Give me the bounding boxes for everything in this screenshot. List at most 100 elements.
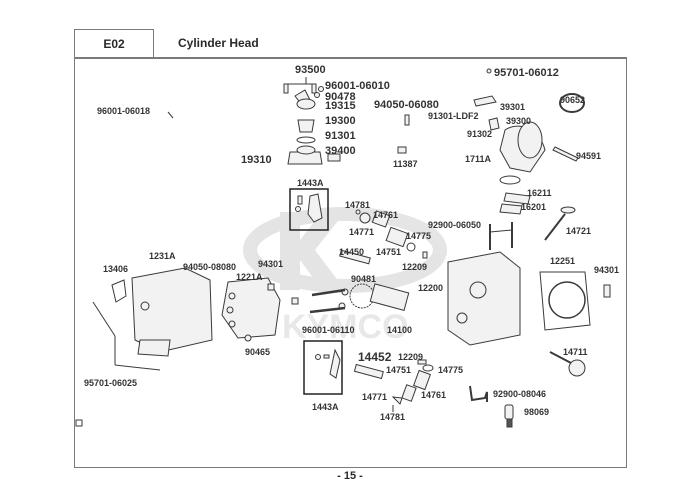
part-label[interactable]: 12251	[550, 256, 576, 266]
part-label[interactable]: 92900-06050	[428, 220, 482, 230]
part-label[interactable]: 13406	[103, 264, 129, 274]
gasket-icon	[296, 98, 316, 110]
temp-sensor-icon	[327, 153, 341, 162]
part-label[interactable]: 90465	[245, 347, 271, 357]
part-label[interactable]: 94591	[576, 151, 602, 161]
part-label[interactable]: 14761	[373, 210, 399, 220]
long-bolt-icon	[309, 306, 346, 314]
part-label[interactable]: 14781	[345, 200, 371, 210]
bolt-icon	[283, 83, 289, 94]
part-label[interactable]: 94050-06080	[374, 99, 439, 111]
part-label[interactable]: 91301-LDF2	[428, 111, 479, 121]
inner-spring-icon	[371, 210, 391, 228]
part-label[interactable]: 1221A	[236, 272, 263, 282]
part-label[interactable]: 14711	[563, 347, 588, 357]
part-label[interactable]: 94050-08080	[183, 262, 237, 272]
dowel-pin-icon	[603, 284, 611, 298]
part-label[interactable]: 39300	[506, 116, 532, 126]
header-divider	[74, 57, 627, 58]
part-label[interactable]: 39400	[325, 145, 356, 157]
part-label[interactable]: 14781	[380, 412, 406, 422]
part-label[interactable]: 1443A	[297, 178, 324, 188]
screw-icon	[486, 68, 492, 74]
part-label[interactable]: 94301	[258, 259, 284, 269]
oring-icon	[296, 136, 316, 144]
part-label[interactable]: 14775	[438, 365, 464, 375]
part-label[interactable]: 12209	[402, 262, 428, 272]
injector-icon	[488, 117, 500, 131]
leader-line	[489, 229, 513, 233]
intake-hose-icon	[473, 95, 497, 107]
part-label[interactable]: 16201	[521, 202, 547, 212]
head-bore-icon	[469, 281, 487, 299]
watermark-brand-text: KYMCO	[282, 308, 409, 346]
cover-plug-icon	[140, 301, 150, 311]
part-label[interactable]: 91301	[325, 130, 356, 142]
bolt-icon	[311, 83, 317, 94]
part-label[interactable]: 96001-06018	[97, 106, 151, 116]
small-part-icon	[75, 419, 83, 427]
nut-icon	[244, 334, 252, 342]
bolt-icon	[167, 111, 174, 119]
head-port-icon	[456, 312, 468, 324]
part-label[interactable]: 14771	[362, 392, 388, 402]
retainer-icon	[359, 212, 371, 224]
rocker-arm-callout-box-lower	[303, 340, 343, 395]
part-label[interactable]: 95701-06012	[494, 67, 559, 79]
camshaft-icon	[369, 283, 410, 311]
part-label[interactable]: 19315	[325, 100, 356, 112]
part-label[interactable]: 14100	[387, 325, 413, 335]
bracket-icon	[397, 146, 407, 154]
part-label[interactable]: 14751	[376, 247, 402, 257]
head-gasket-icon	[539, 271, 591, 331]
part-label[interactable]: 12209	[398, 352, 424, 362]
part-label[interactable]: 14761	[421, 390, 447, 400]
nut-icon	[228, 292, 236, 300]
valve-head-icon	[568, 359, 586, 377]
part-label[interactable]: 93500	[295, 64, 326, 76]
watermark-k-letter	[280, 212, 345, 290]
spring-seat-icon	[406, 242, 416, 252]
part-label[interactable]: 96001-06110	[302, 325, 355, 335]
part-label[interactable]: 90481	[351, 274, 377, 284]
part-label[interactable]: 90652	[560, 95, 586, 105]
page-number: - 15 -	[337, 470, 363, 482]
part-label[interactable]: 1443A	[312, 402, 339, 412]
part-label[interactable]: 14452	[358, 350, 392, 364]
nut-icon	[228, 320, 236, 328]
part-label[interactable]: 14721	[566, 226, 592, 236]
section-title: Cylinder Head	[178, 36, 259, 50]
oring-icon	[314, 92, 320, 98]
part-label[interactable]: 1231A	[149, 251, 176, 261]
part-label[interactable]: 95701-06025	[84, 378, 138, 388]
bolt-icon	[114, 364, 161, 371]
part-label[interactable]: 94301	[594, 265, 620, 275]
part-label[interactable]: 90478	[325, 91, 356, 103]
diagram-frame	[74, 58, 627, 468]
part-label[interactable]: 14751	[386, 365, 412, 375]
part-label[interactable]: 14775	[406, 231, 432, 241]
part-label[interactable]: 14771	[349, 227, 375, 237]
part-label[interactable]: 91302	[467, 129, 493, 139]
part-label[interactable]: 19300	[325, 115, 356, 127]
part-label[interactable]: 98069	[524, 407, 550, 417]
part-label[interactable]: 96001-06010	[325, 80, 390, 92]
rocker-arm-icon	[307, 193, 323, 223]
section-code: E02	[103, 37, 125, 51]
part-label[interactable]: 39301	[500, 102, 526, 112]
valve-head-icon	[560, 206, 576, 214]
hose-clip-icon	[111, 279, 127, 303]
hose-clamp-icon	[559, 93, 585, 113]
part-label[interactable]: 14450	[339, 247, 365, 257]
adjust-nut-icon	[315, 354, 321, 360]
dowel-icon	[422, 251, 428, 259]
part-label[interactable]: 11387	[393, 159, 418, 169]
adjust-nut-icon	[295, 206, 301, 212]
part-label[interactable]: 92900-08046	[493, 389, 547, 399]
part-label[interactable]: 12200	[418, 283, 444, 293]
part-label[interactable]: 1711A	[465, 154, 492, 164]
part-label[interactable]: 16211	[527, 188, 552, 198]
part-label[interactable]: 19310	[241, 154, 272, 166]
insulator-icon	[499, 203, 523, 215]
